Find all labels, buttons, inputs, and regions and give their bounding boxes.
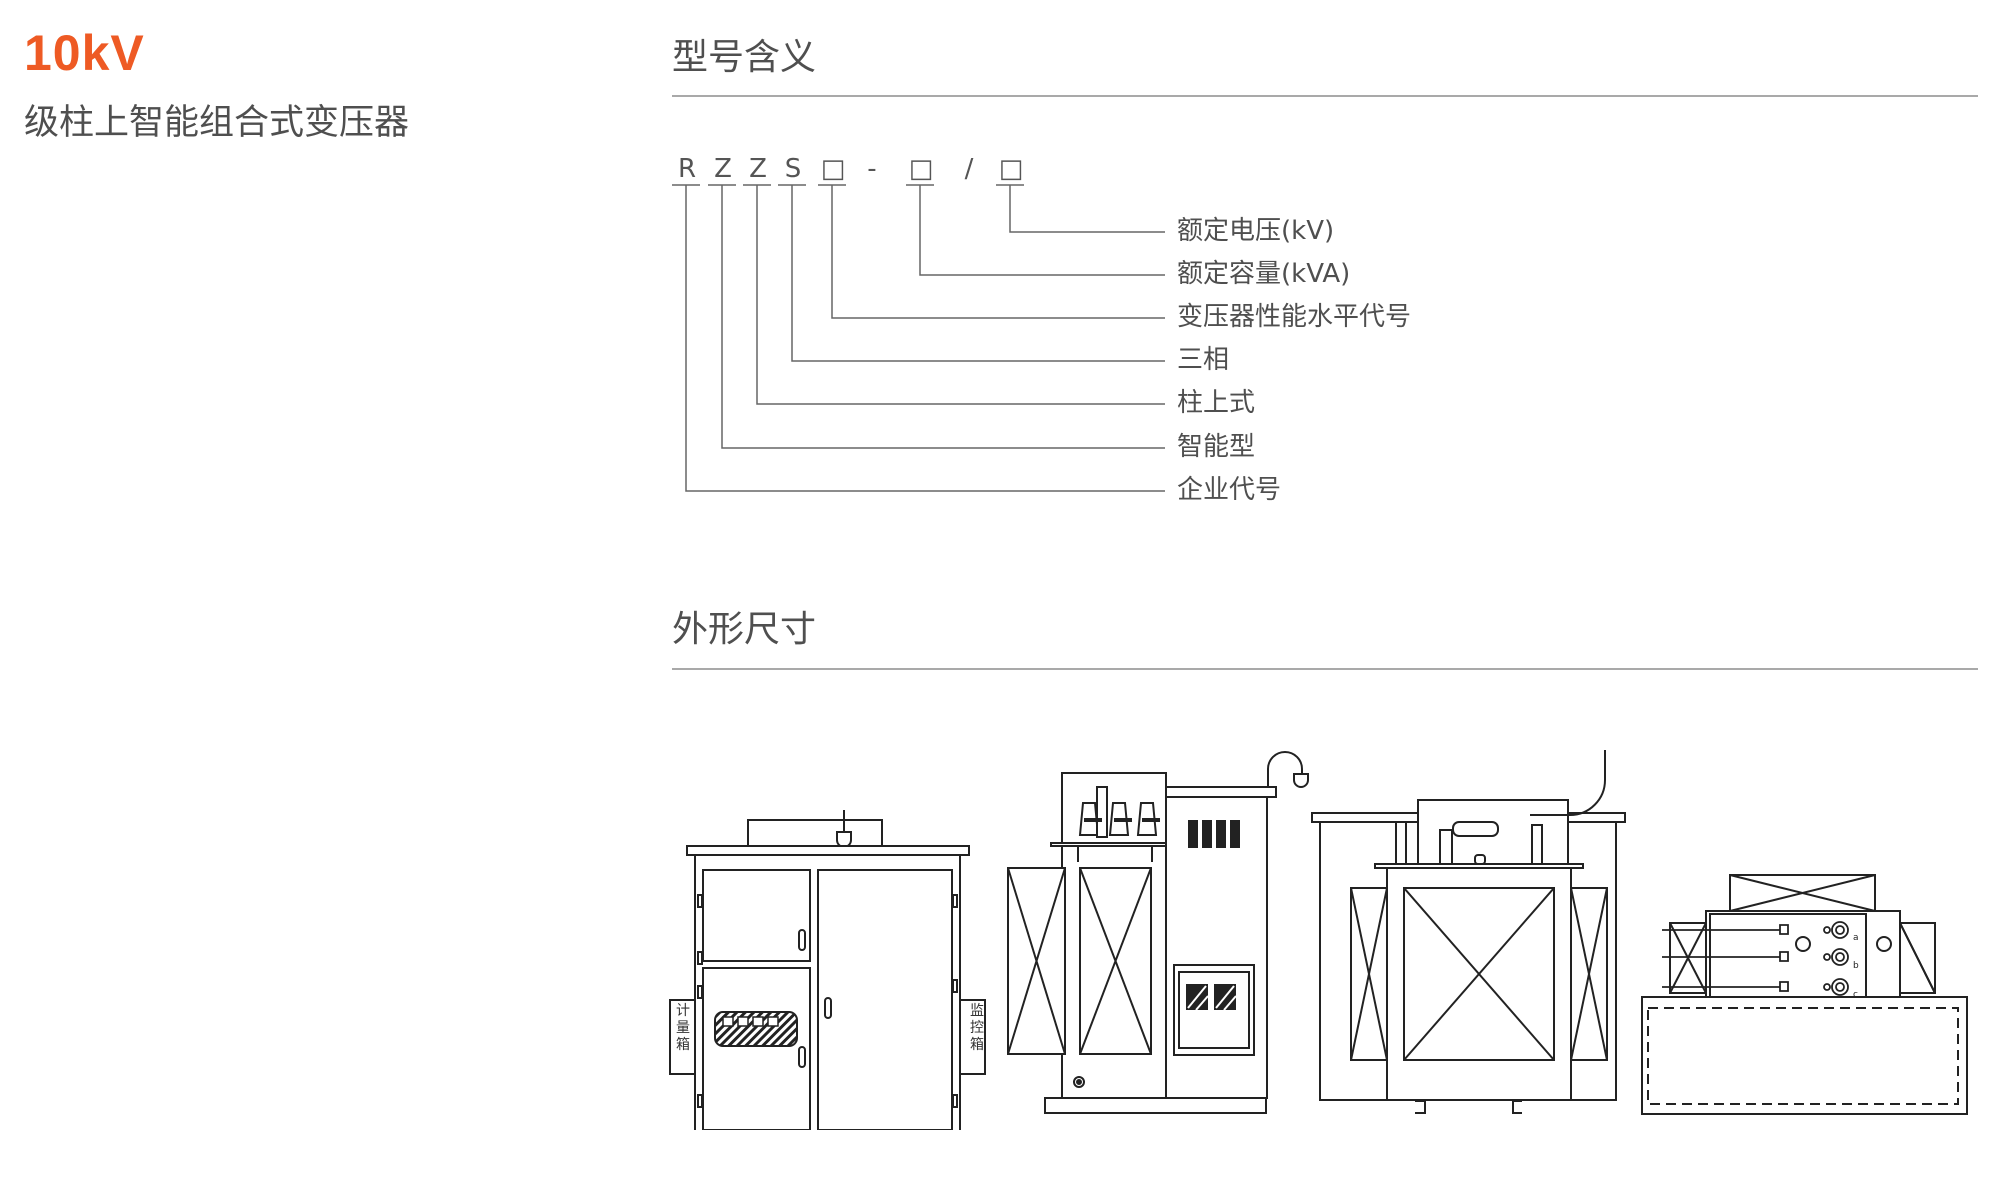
phase-cables: [1662, 922, 1848, 995]
product-name-title: 级柱上智能组合式变压器: [24, 103, 410, 143]
rear-view-drawing: [1310, 740, 1640, 1130]
legend-pole-mounted: 柱上式: [1177, 388, 1256, 418]
code-char-dash: -: [867, 154, 877, 184]
code-char-slash: /: [964, 154, 974, 184]
phase-c-label: c: [1853, 990, 1858, 1000]
dimensions-divider: [672, 668, 1978, 670]
dimensions-heading: 外形尺寸: [672, 609, 817, 650]
monitoring-box-label: 监控箱: [970, 1003, 984, 1053]
side-view-drawing: [1000, 740, 1320, 1130]
code-char-z2: Z: [749, 154, 767, 184]
metering-box-label: 计量箱: [676, 1003, 690, 1053]
model-meaning-divider: [672, 95, 1978, 97]
code-char-r: R: [677, 154, 697, 184]
legend-intelligent: 智能型: [1177, 432, 1256, 462]
code-char-z1: Z: [714, 154, 732, 184]
model-code-leader-lines: [0, 0, 2000, 520]
code-char-s: S: [784, 154, 802, 184]
product-voltage-title: 10kV: [24, 25, 145, 81]
code-char-box3: □: [998, 154, 1024, 184]
legend-rated-capacity: 额定容量(kVA): [1177, 259, 1351, 289]
legend-company-code: 企业代号: [1177, 475, 1282, 505]
top-view-drawing: a b c: [1640, 860, 1980, 1130]
front-view-drawing: [660, 790, 1000, 1130]
phase-a-label: a: [1853, 933, 1859, 943]
legend-performance-code: 变压器性能水平代号: [1177, 302, 1412, 332]
legend-three-phase: 三相: [1177, 345, 1230, 375]
code-char-box2: □: [908, 154, 934, 184]
legend-rated-voltage: 额定电压(kV): [1177, 216, 1335, 246]
phase-b-label: b: [1853, 961, 1859, 971]
model-meaning-heading: 型号含义: [672, 37, 817, 78]
code-char-box1: □: [820, 154, 846, 184]
